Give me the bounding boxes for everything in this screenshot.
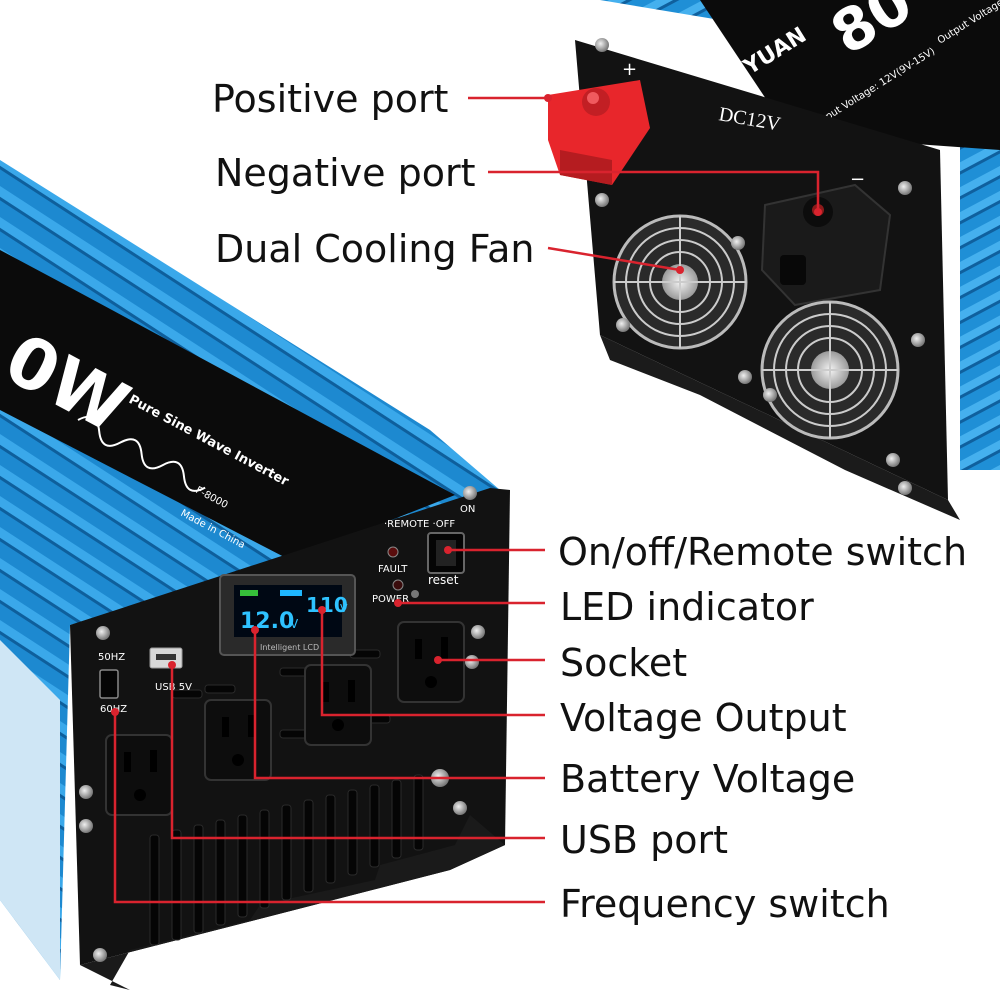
leader-negative	[488, 170, 820, 212]
leader-usb	[170, 665, 545, 840]
negative-terminal	[760, 183, 892, 307]
callout-battery-voltage: Battery Voltage	[560, 757, 856, 801]
lcd-output-voltage: 110	[306, 593, 348, 617]
callout-usb-port: USB port	[560, 818, 728, 862]
on-label: ON	[460, 504, 475, 515]
callout-switch: On/off/Remote switch	[558, 530, 968, 574]
leader-lines	[111, 94, 822, 904]
lcd-battery-voltage: 12.0	[240, 609, 294, 634]
front-label-band	[0, 250, 455, 560]
socket-3	[304, 664, 372, 746]
sine-wave-graphic	[77, 415, 206, 492]
callout-dual-cooling-fan: Dual Cooling Fan	[215, 227, 535, 271]
leader-battery-voltage	[253, 630, 545, 780]
callout-positive-port: Positive port	[212, 77, 449, 121]
power-led	[392, 579, 404, 591]
reset-label: reset	[428, 573, 459, 587]
front-side-edge	[0, 640, 60, 980]
socket-4	[397, 621, 465, 703]
lcd-label: Intelligent LCD	[260, 643, 319, 652]
fault-led	[387, 546, 399, 558]
socket-2	[204, 699, 272, 781]
positive-terminal	[548, 80, 650, 185]
remote-off-label: ·REMOTE ·OFF	[384, 519, 455, 530]
reset-button[interactable]	[411, 590, 419, 598]
callout-socket: Socket	[560, 641, 688, 685]
lcd-output-unit: V	[340, 602, 348, 615]
fault-label: FAULT	[378, 564, 408, 575]
rear-fan-left	[612, 214, 748, 350]
front-unit: 0W Pure Sine Wave Inverter F-8000 Made i…	[0, 160, 510, 990]
rear-unit: LVYUAN 80 Input Voltage: 12V(9V-15V) Out…	[548, 0, 1000, 520]
frequency-switch[interactable]	[99, 669, 119, 699]
rear-plus: +	[622, 59, 637, 80]
leader-voltage-output	[320, 610, 545, 717]
usb-label: USB 5V	[155, 682, 192, 693]
callout-negative-port: Negative port	[215, 151, 476, 195]
lcd-display: 12.0 V 110 V Intelligent LCD	[219, 574, 356, 656]
leader-frequency	[113, 712, 545, 904]
rear-bracket	[600, 335, 960, 520]
callout-led-indicator: LED indicator	[560, 585, 814, 629]
rear-fan-right	[760, 300, 900, 440]
power-label: POWER	[372, 594, 409, 605]
hz50-label: 50HZ	[98, 652, 125, 663]
callout-frequency-switch: Frequency switch	[560, 882, 890, 926]
leader-fan	[547, 246, 681, 272]
rear-screws	[595, 38, 925, 495]
lcd-battery-unit: V	[290, 617, 299, 631]
front-screws	[79, 486, 485, 962]
callout-voltage-output: Voltage Output	[560, 696, 847, 740]
